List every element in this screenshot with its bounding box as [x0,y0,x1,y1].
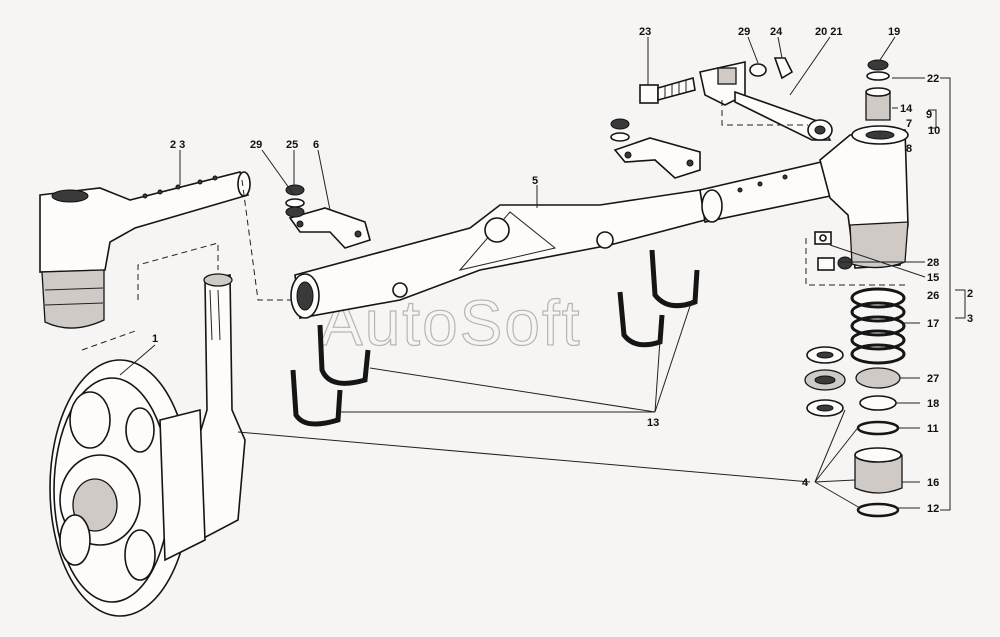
callout-23: 23 [639,26,651,38]
callout-7: 7 [906,118,912,130]
callout-4: 4 [802,477,809,489]
callout-2-3-top: 2 3 [170,139,185,151]
callout-6: 6 [313,139,319,151]
callout-8: 8 [906,143,912,155]
callout-2-right: 2 [967,288,973,300]
callout-10: 10 [928,125,940,137]
callout-29-right: 29 [738,26,750,38]
callout-labels: 2 3 29 25 6 5 23 29 24 20 21 19 22 14 9 … [152,26,973,515]
callout-5: 5 [532,175,538,187]
callout-14: 14 [900,103,913,115]
callout-27: 27 [927,373,939,385]
callout-22: 22 [927,73,939,85]
steering-arm [699,57,833,141]
axle-shaft [194,273,246,542]
assembly-lines [81,77,951,511]
bolt [639,76,696,104]
callout-17: 17 [927,318,939,330]
callout-25: 25 [286,139,298,151]
wheel-hub [49,359,206,617]
callout-12: 12 [927,503,939,515]
callout-26: 26 [927,290,939,302]
callout-28: 28 [927,257,939,269]
callout-3-right: 3 [967,313,973,325]
leader-lines [119,36,966,509]
clamp-left [285,184,371,249]
right-knuckle-housing [819,125,909,269]
callout-9: 9 [926,109,932,121]
callout-16: 16 [927,477,939,489]
clamp-right [610,118,701,179]
callout-20-21: 20 21 [815,26,843,38]
callout-19: 19 [888,26,900,38]
callout-13: 13 [647,417,659,429]
spring [850,287,906,365]
callout-29-left: 29 [250,139,262,151]
callout-11: 11 [927,423,939,435]
small-bolts [814,231,853,271]
callout-15: 15 [927,272,939,284]
bearing-stack [804,346,903,518]
callout-24: 24 [770,26,783,38]
callout-18: 18 [927,398,939,410]
left-knuckle-housing [39,171,251,329]
callout-1: 1 [152,333,158,345]
king-pin-top [865,59,891,121]
